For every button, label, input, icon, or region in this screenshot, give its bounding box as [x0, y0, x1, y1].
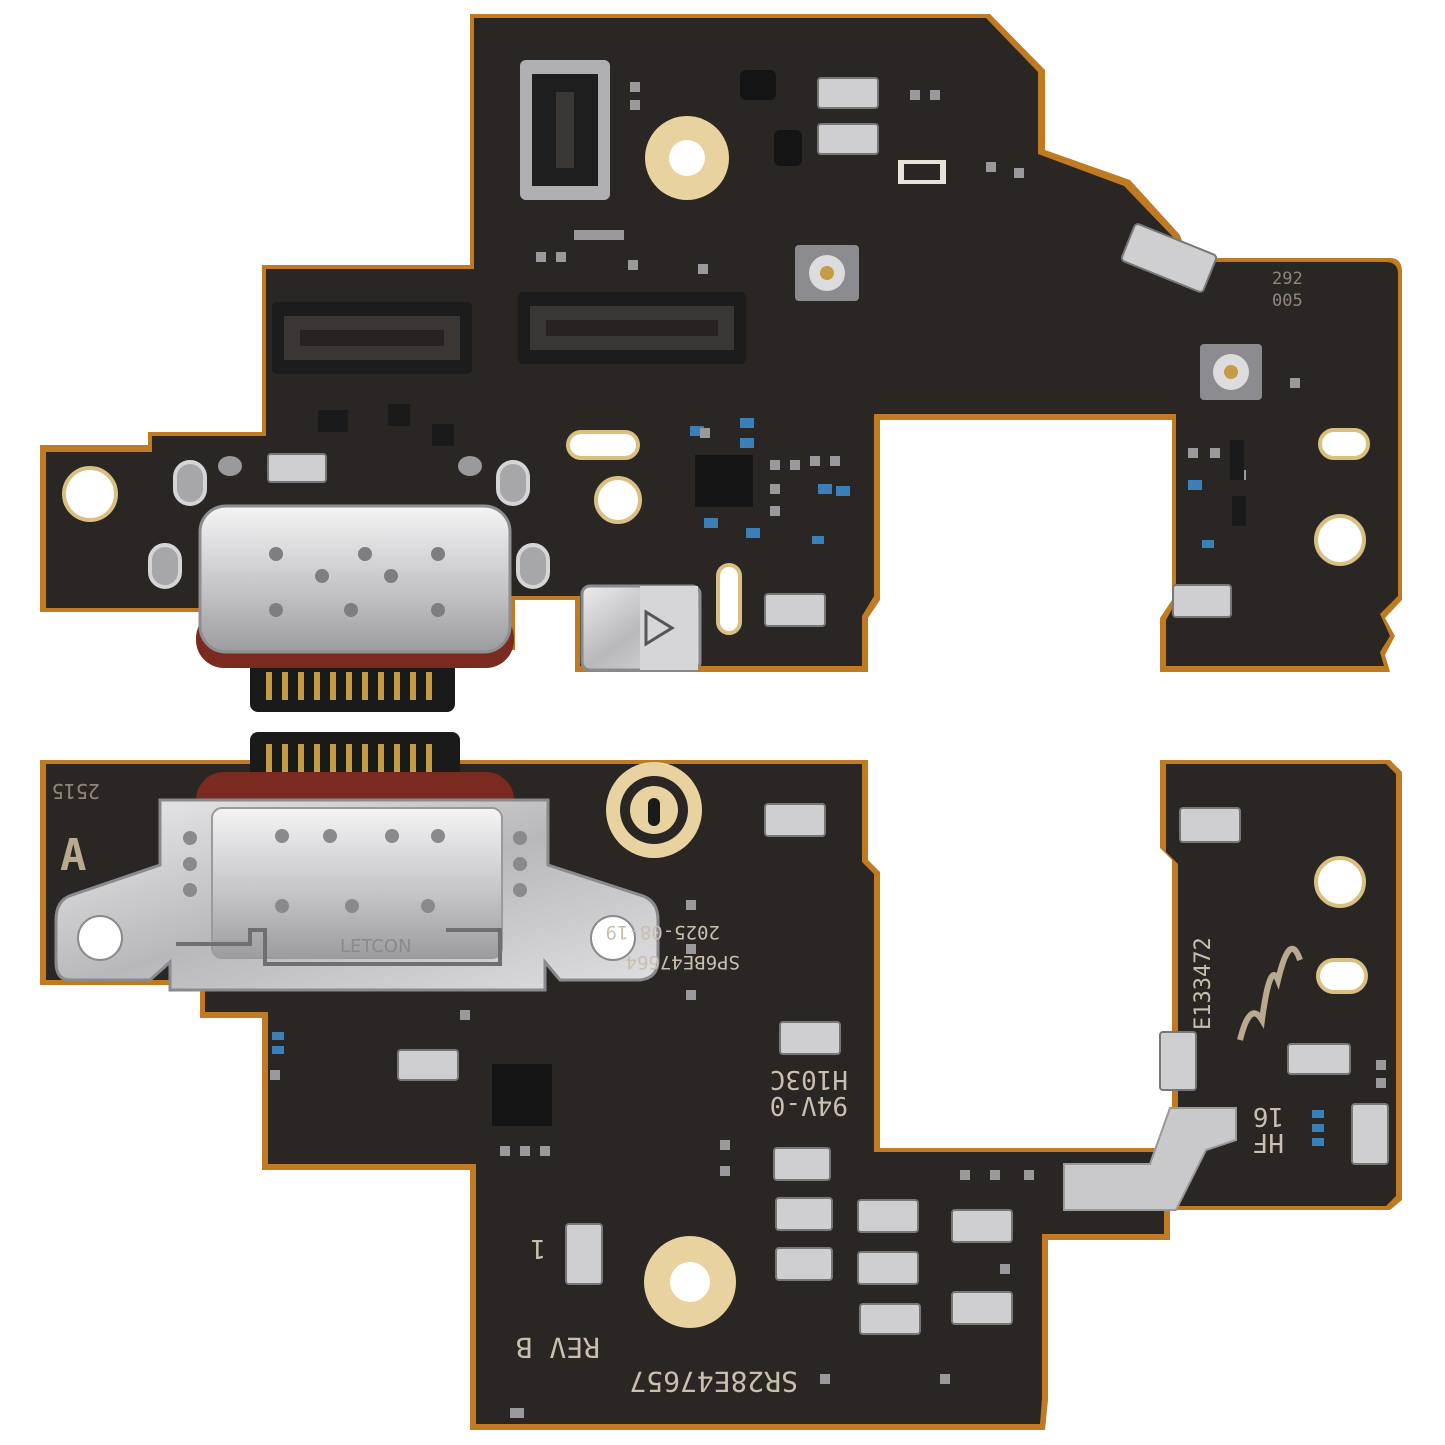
slot-port-br	[516, 543, 550, 589]
top-silkscreen-2: 005	[1272, 291, 1303, 311]
top-board: 292 005	[40, 14, 1402, 712]
label-rating-94v0: 94V-0	[770, 1090, 848, 1120]
ground-tab	[1063, 1107, 1237, 1211]
board-to-board-connector	[520, 60, 610, 200]
mount-hole-left	[62, 466, 118, 522]
coax-connector-2	[1200, 344, 1262, 400]
coax-connector-1	[795, 245, 859, 301]
top-silkscreen-1: 292	[1272, 269, 1303, 289]
slot-port-tr	[496, 460, 530, 506]
spring-contacts-top	[267, 77, 1232, 627]
mount-hole-mid	[594, 476, 642, 524]
label-sp-code: SP6BE47664	[626, 951, 740, 973]
mount-hole-bottom-right-1	[1314, 856, 1366, 908]
label-rating-h103c: H103C	[770, 1064, 848, 1094]
slot-bottom-right	[1316, 958, 1368, 994]
flex-logo-mark: A	[60, 830, 87, 881]
components-top	[318, 70, 1300, 548]
shield-can-arrow	[580, 584, 702, 672]
label-part-number: SR28E47657	[629, 1365, 798, 1398]
bottom-board: LETCON 2515 A	[40, 732, 1402, 1430]
mount-hole-gold-inner	[669, 140, 705, 176]
spring-contacts-bottom	[397, 803, 1389, 1335]
label-revision: REV B	[516, 1331, 600, 1364]
label-date: 2025-08-19	[606, 921, 720, 943]
label-pin-one: 1	[530, 1233, 546, 1263]
label-vendor-code: E133472	[1191, 937, 1216, 1030]
slot-port-bl	[148, 543, 182, 589]
fpc-connector-left	[272, 302, 472, 374]
slot-right	[1318, 428, 1370, 460]
vendor-logo	[1237, 945, 1303, 1041]
label-hf: HF	[1253, 1127, 1284, 1157]
usb-c-port-top	[196, 504, 514, 712]
components-bottom	[270, 900, 1386, 1418]
connector-brand: LETCON	[340, 936, 412, 957]
pad-round-2	[458, 456, 482, 476]
usb-c-port-bottom: LETCON	[54, 732, 660, 992]
speaker-hole	[648, 798, 660, 826]
slot-vert	[716, 563, 742, 635]
fpc-connector-mid	[518, 292, 746, 364]
mount-hole-right-1	[1314, 514, 1366, 566]
label-hf-num: 16	[1253, 1101, 1284, 1131]
pad-round-1	[218, 456, 242, 476]
slot-mid	[566, 430, 640, 460]
corner-code: 2515	[52, 779, 100, 803]
mount-hole-bottom-gold-inner	[670, 1262, 710, 1302]
slot-port-tl	[173, 460, 207, 506]
